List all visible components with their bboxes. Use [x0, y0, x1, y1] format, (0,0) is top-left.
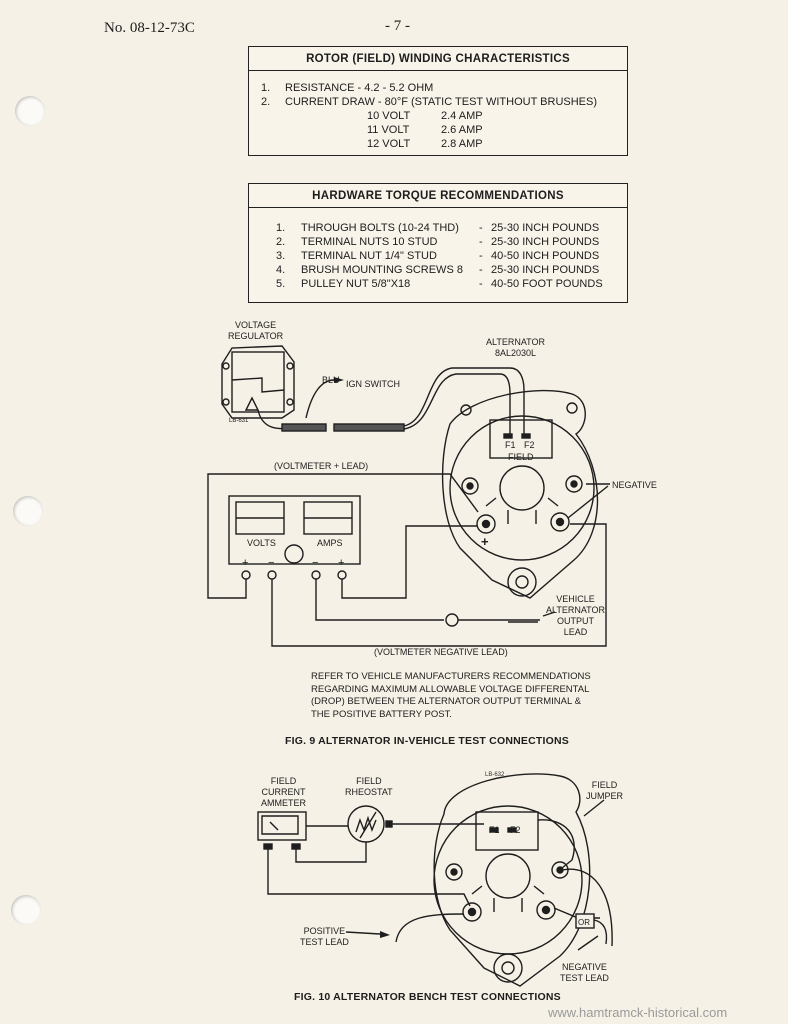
torque-value: 40-50 FOOT POUNDS [491, 278, 603, 290]
torque-table: HARDWARE TORQUE RECOMMENDATIONS 1. THROU… [248, 183, 628, 303]
torque-item: BRUSH MOUNTING SCREWS 8 [301, 264, 463, 276]
fig9-note: REFER TO VEHICLE MANUFACTURERS RECOMMEND… [311, 671, 591, 720]
watermark: www.hamtramck-historical.com [548, 1005, 728, 1020]
output-terminal-plus-label: + [481, 534, 489, 549]
negative-test-lead-label: NEGATIVE TEST LEAD [560, 962, 609, 983]
vehicle-output-lead-label: VEHICLE ALTERNATOR OUTPUT LEAD [546, 594, 606, 637]
torque-num: 1. [276, 222, 286, 234]
f2-terminal-label: F2 [524, 440, 535, 450]
amps-label: AMPS [317, 538, 343, 548]
field-rheostat-label: FIELD RHEOSTAT [345, 776, 393, 797]
punch-hole-bottom [11, 895, 41, 925]
torque-num: 2. [276, 236, 286, 248]
torque-dash: - [479, 222, 483, 234]
alternator-fig10-drawing [433, 773, 591, 987]
fig9-caption: FIG. 9 ALTERNATOR IN-VEHICLE TEST CONNEC… [285, 735, 569, 747]
torque-value: 25-30 INCH POUNDS [491, 236, 600, 248]
torque-dash: - [479, 250, 483, 262]
torque-value: 25-30 INCH POUNDS [491, 264, 600, 276]
torque-dash: - [479, 278, 483, 290]
rotor-reading-amp: 2.4 AMP [441, 110, 483, 122]
amps-minus-label: − [312, 557, 319, 569]
fig10-caption: FIG. 10 ALTERNATOR BENCH TEST CONNECTION… [294, 991, 561, 1003]
negative-label: NEGATIVE [612, 480, 657, 490]
blu-wire-label: BLU [322, 375, 340, 385]
alternator-fig9-drawing [441, 389, 599, 599]
wire-harness-left [281, 423, 327, 432]
rotor-reading-volt: 11 VOLT [367, 124, 410, 136]
volt-amp-meter-drawing [228, 495, 361, 580]
f1-terminal-label: F1 [505, 440, 516, 450]
rotor-reading-amp: 2.8 AMP [441, 138, 483, 150]
field-jumper-label: FIELD JUMPER [586, 780, 624, 801]
positive-test-lead-label: POSITIVE TEST LEAD [300, 926, 349, 947]
torque-num: 5. [276, 278, 286, 290]
volts-minus-label: − [268, 557, 275, 569]
rotor-table-title: ROTOR (FIELD) WINDING CHARACTERISTICS [249, 47, 627, 71]
rotor-item-2-text: CURRENT DRAW - 80°F (STATIC TEST WITHOUT… [285, 96, 598, 108]
rotor-item-1-text: RESISTANCE - 4.2 - 5.2 OHM [285, 82, 434, 94]
rotor-characteristics-table: ROTOR (FIELD) WINDING CHARACTERISTICS 1.… [248, 46, 628, 156]
torque-value: 25-30 INCH POUNDS [491, 222, 600, 234]
rotor-reading-volt: 10 VOLT [367, 110, 411, 122]
field-rheostat-drawing [347, 805, 393, 843]
fig10-f2-label: F2 [510, 825, 521, 835]
torque-item: THROUGH BOLTS (10-24 THD) [301, 222, 459, 234]
torque-item: TERMINAL NUT 1/4" STUD [301, 250, 437, 262]
rotor-item-2-num: 2. [261, 96, 271, 108]
voltmeter-positive-lead-label: (VOLTMETER + LEAD) [274, 461, 369, 471]
wire-harness-right [333, 423, 405, 432]
or-label: OR [578, 918, 590, 927]
torque-item: TERMINAL NUTS 10 STUD [301, 236, 438, 248]
rotor-reading-volt: 12 VOLT [367, 138, 411, 150]
doc-number: No. 08-12-73C [104, 20, 195, 36]
voltage-regulator-label: VOLTAGE REGULATOR [228, 320, 284, 341]
field-label: FIELD [508, 452, 534, 462]
torque-value: 40-50 INCH POUNDS [491, 250, 600, 262]
torque-dash: - [479, 236, 483, 248]
amps-plus-label: + [338, 557, 345, 569]
page-number: - 7 - [385, 18, 410, 34]
ign-switch-label: IGN SWITCH [346, 379, 400, 389]
fig10-part-code: LB-632 [485, 772, 505, 778]
voltmeter-negative-lead-label: (VOLTMETER NEGATIVE LEAD) [374, 647, 508, 657]
volts-label: VOLTS [247, 538, 276, 548]
voltage-regulator-drawing [221, 345, 295, 419]
alternator-model-label: ALTERNATOR 8AL2030L [486, 337, 546, 358]
torque-table-title: HARDWARE TORQUE RECOMMENDATIONS [249, 184, 627, 208]
punch-hole-top [15, 96, 45, 126]
torque-dash: - [479, 264, 483, 276]
torque-num: 4. [276, 264, 286, 276]
rotor-item-1-num: 1. [261, 82, 271, 94]
rotor-reading-amp: 2.6 AMP [441, 124, 483, 136]
volts-plus-label: + [242, 557, 249, 569]
torque-num: 3. [276, 250, 286, 262]
field-current-ammeter-drawing [257, 811, 307, 850]
regulator-part-code: LB-631 [229, 418, 249, 424]
torque-item: PULLEY NUT 5/8"X18 [301, 278, 411, 290]
fig10-f1-label: F1 [489, 825, 500, 835]
field-current-ammeter-label: FIELD CURRENT AMMETER [261, 776, 306, 808]
punch-hole-middle [13, 496, 43, 526]
